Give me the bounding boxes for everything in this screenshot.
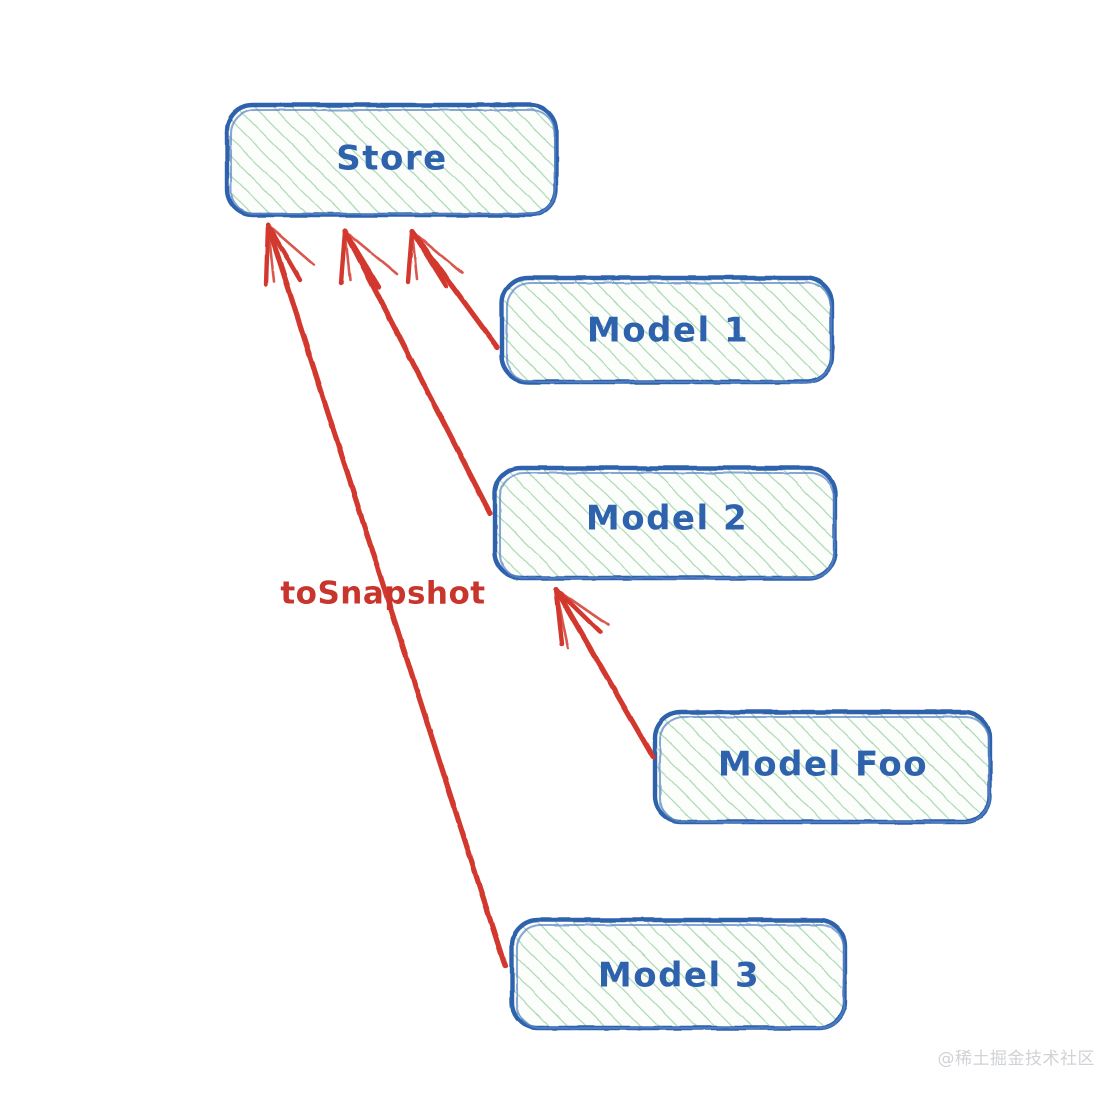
edge-modelfoo-model2[interactable]	[553, 586, 656, 760]
node-model-2-label: Model 2	[586, 499, 748, 539]
node-store-shape-ghost	[229, 108, 557, 216]
node-model-3[interactable]: Model 3	[509, 917, 848, 1031]
node-model-foo-label: Model Foo	[718, 745, 928, 785]
edge-model3-store[interactable]	[263, 222, 508, 969]
edge-model2-store[interactable]	[338, 228, 493, 516]
node-model-1-label: Model 1	[587, 311, 749, 351]
node-model-1-shape-ghost	[505, 281, 833, 384]
watermark: @稀土掘金技术社区	[938, 1049, 1096, 1069]
edge-model1-store[interactable]	[405, 228, 500, 350]
nodes-layer: Store Model 1 Model 2 Model Foo Mode	[224, 102, 993, 1031]
node-model-foo-shape-ghost	[658, 715, 991, 824]
node-model-3-shape-ghost	[515, 923, 846, 1030]
node-store[interactable]: Store	[224, 102, 559, 218]
edges-layer	[263, 222, 656, 969]
node-model-foo[interactable]: Model Foo	[652, 709, 993, 825]
node-model-2-shape-ghost	[498, 471, 836, 580]
node-store-label: Store	[336, 139, 447, 179]
edge-labels-layer: toSnapshot	[280, 576, 485, 612]
node-model-2[interactable]: Model 2	[492, 465, 838, 581]
watermark-label: @稀土掘金技术社区	[938, 1049, 1096, 1069]
node-model-1[interactable]: Model 1	[499, 275, 835, 385]
node-model-3-label: Model 3	[598, 956, 760, 996]
edge-label-to-snapshot: toSnapshot	[280, 576, 485, 612]
